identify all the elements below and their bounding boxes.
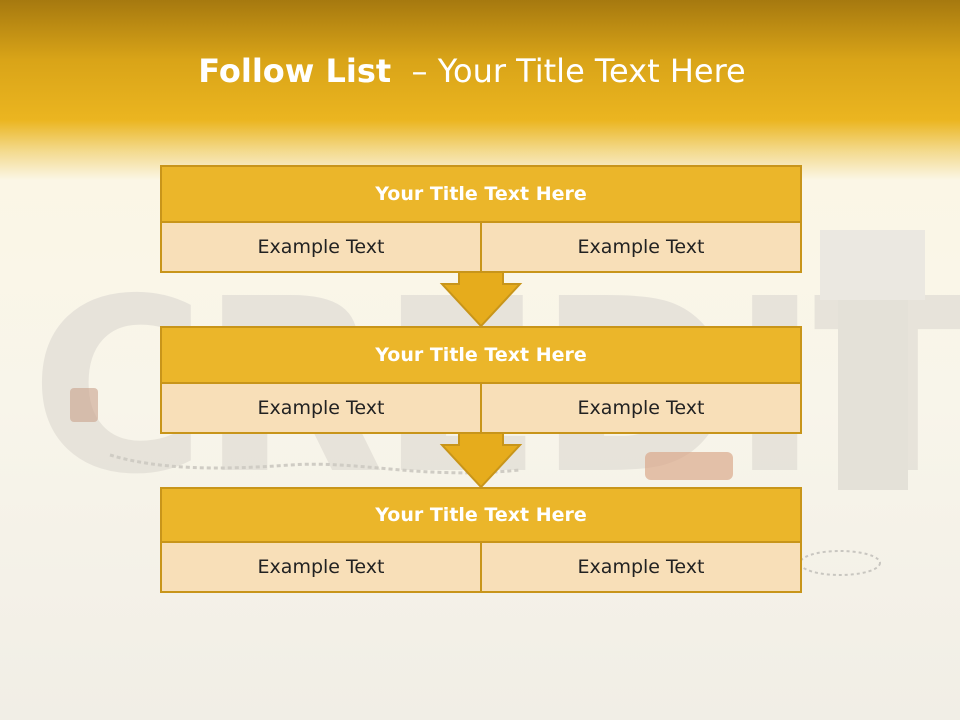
step-title[interactable]: Your Title Text Here bbox=[160, 487, 802, 543]
step-left-text[interactable]: Example Text bbox=[162, 223, 480, 271]
coil-wire-icon bbox=[799, 550, 881, 576]
step-row: Example Text Example Text bbox=[160, 384, 802, 434]
step-title[interactable]: Your Title Text Here bbox=[160, 165, 802, 223]
dynamite-icon bbox=[645, 452, 733, 480]
step-row: Example Text Example Text bbox=[160, 223, 802, 273]
step-right-text[interactable]: Example Text bbox=[480, 543, 800, 591]
step-block-3: Your Title Text Here Example Text Exampl… bbox=[160, 487, 802, 593]
title-bold: Follow List bbox=[198, 52, 392, 90]
step-block-1: Your Title Text Here Example Text Exampl… bbox=[160, 165, 802, 273]
down-arrow-icon bbox=[439, 271, 523, 328]
step-left-text[interactable]: Example Text bbox=[162, 543, 480, 591]
down-arrow-icon bbox=[439, 432, 523, 489]
dynamite-icon bbox=[70, 388, 98, 422]
title-rest: – Your Title Text Here bbox=[391, 52, 746, 90]
step-right-text[interactable]: Example Text bbox=[480, 384, 800, 432]
step-left-text[interactable]: Example Text bbox=[162, 384, 480, 432]
step-block-2: Your Title Text Here Example Text Exampl… bbox=[160, 326, 802, 434]
slide-title: Follow List – Your Title Text Here bbox=[0, 52, 944, 90]
step-row: Example Text Example Text bbox=[160, 543, 802, 593]
step-title[interactable]: Your Title Text Here bbox=[160, 326, 802, 384]
background-block bbox=[820, 230, 925, 300]
step-right-text[interactable]: Example Text bbox=[480, 223, 800, 271]
